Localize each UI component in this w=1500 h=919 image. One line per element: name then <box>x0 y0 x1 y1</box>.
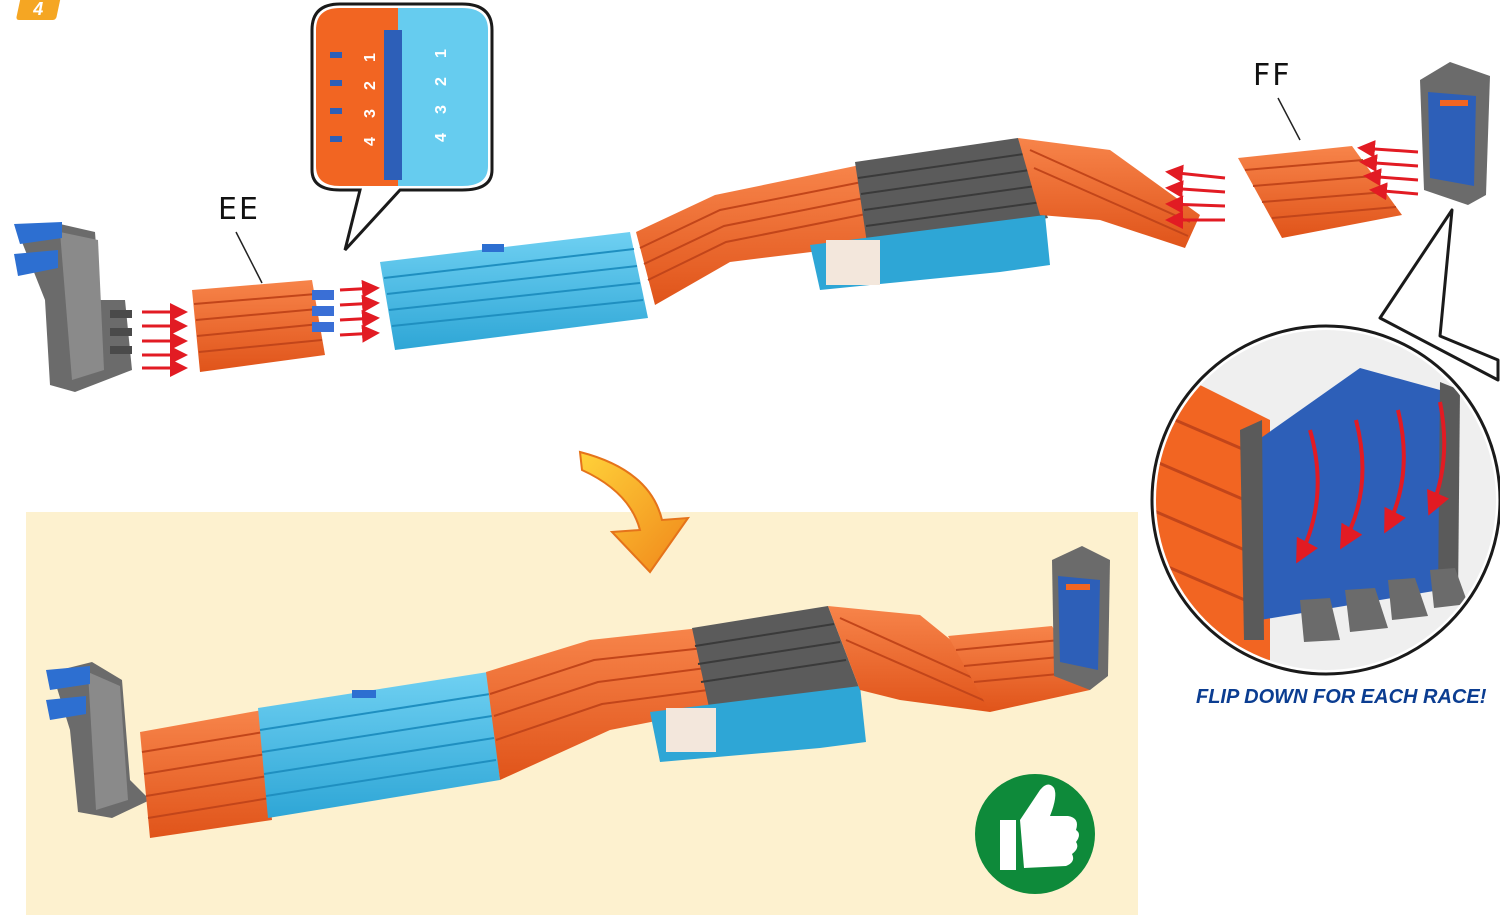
orange-lane-2: 2 <box>362 81 379 90</box>
ff-leader-line <box>1278 98 1300 140</box>
blue-track-section <box>380 232 648 350</box>
insert-arrows-ee <box>142 312 185 368</box>
track-piece-ff <box>1238 98 1402 238</box>
orange-lane-4: 4 <box>362 137 379 146</box>
lane-number-callout: 1 2 3 4 1 2 3 4 <box>312 4 492 250</box>
finish-gate-top <box>1420 62 1490 205</box>
track-piece-ee <box>192 232 325 372</box>
blue-lane-2: 2 <box>433 77 450 86</box>
connector-tabs <box>312 290 334 332</box>
blue-track-section-bottom <box>258 672 500 818</box>
orange-lane-1: 1 <box>362 53 379 62</box>
finish-gate-bottom <box>1052 546 1110 690</box>
orange-lane-3: 3 <box>362 109 379 118</box>
insert-arrows-blue <box>340 288 377 335</box>
curved-arrow-down-icon <box>580 452 688 572</box>
ee-leader-line <box>236 232 262 283</box>
blue-lane-3: 3 <box>433 105 450 114</box>
left-launcher-top <box>14 222 132 392</box>
orange-start-track-bottom <box>140 710 272 838</box>
left-launcher-bottom <box>46 662 150 818</box>
thumbs-up-icon <box>975 774 1095 894</box>
blue-lane-1: 1 <box>433 49 450 58</box>
flip-gate-zoom-callout <box>1150 210 1500 674</box>
blue-lane-4: 4 <box>433 133 450 142</box>
